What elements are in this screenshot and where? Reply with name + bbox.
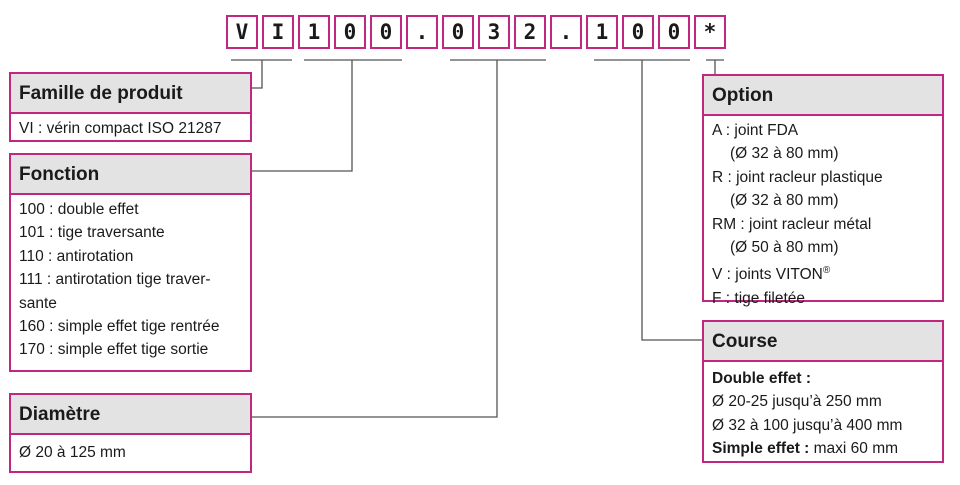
code-char: 3 (478, 15, 510, 49)
code-char: 0 (334, 15, 366, 49)
box-title: Fonction (11, 155, 250, 195)
code-char: 1 (298, 15, 330, 49)
connector-diametre (252, 60, 498, 418)
box-title: Option (704, 76, 942, 116)
code-char: 0 (370, 15, 402, 49)
box-line-bold: Double effet : (712, 370, 812, 387)
box-title: Course (704, 322, 942, 362)
code-char: 2 (514, 15, 546, 49)
box-body: VI : vérin compact ISO 21287 (11, 114, 250, 142)
box-line: R : joint racleur plastique (712, 168, 883, 186)
box-line: 100 : double effet (19, 201, 139, 218)
connector-famille (252, 60, 263, 89)
box-line: Ø 20-25 jusqu’à 250 mm (712, 393, 882, 411)
box-line: 110 : antirotation (19, 247, 134, 265)
code-char: I (262, 15, 294, 49)
box-line-text: V : joints VITON (712, 266, 823, 284)
connector-course (641, 60, 702, 341)
box-line: F : tige filetée (712, 290, 806, 307)
box-line: V : joints VITON® (712, 259, 934, 287)
code-char: 1 (586, 15, 618, 49)
box-line: Ø 20 à 125 mm (19, 444, 126, 461)
box-body: Ø 20 à 125 mm (11, 435, 250, 466)
box-line: A : joint FDA (712, 122, 799, 139)
box-fonction: Fonction 100 : double effet 101 : tige t… (9, 153, 252, 372)
box-body: 100 : double effet 101 : tige traversant… (11, 195, 250, 364)
box-famille-produit: Famille de produit VI : vérin compact IS… (9, 72, 252, 142)
box-line: RM : joint racleur métal (712, 215, 872, 233)
box-line: (Ø 32 à 80 mm) (730, 192, 839, 210)
box-body: Double effet : Ø 20-25 jusqu’à 250 mm Ø … (704, 362, 942, 463)
connector-fonction (252, 60, 353, 172)
box-line: 160 : simple effet tige rentrée (19, 318, 220, 336)
box-line: (Ø 50 à 80 mm) (730, 239, 839, 257)
box-line: Ø 32 à 100 jusqu’à 400 mm (712, 416, 903, 434)
box-line: VI : vérin compact ISO 21287 (19, 120, 222, 137)
box-course: Course Double effet : Ø 20-25 jusqu’à 25… (702, 320, 944, 463)
box-line: Double effet : (712, 367, 934, 390)
registered-mark: ® (822, 265, 831, 277)
code-char: 0 (622, 15, 654, 49)
box-line: (Ø 32 à 80 mm) (730, 145, 839, 163)
box-diametre: Diamètre Ø 20 à 125 mm (9, 393, 252, 473)
code-separator: . (406, 15, 438, 49)
box-title: Famille de produit (11, 74, 250, 114)
code-char: 0 (442, 15, 474, 49)
box-line: 101 : tige traversante (19, 224, 165, 242)
code-char: V (226, 15, 258, 49)
box-body: A : joint FDA (Ø 32 à 80 mm) R : joint r… (704, 116, 942, 312)
box-option: Option A : joint FDA (Ø 32 à 80 mm) R : … (702, 74, 944, 307)
box-line-bold: Simple effet : (712, 440, 810, 458)
code-char: 0 (658, 15, 690, 49)
box-line: Simple effet : maxi 60 mm (712, 437, 934, 460)
box-line: 170 : simple effet tige sortie (19, 341, 209, 359)
box-line: 111 : antirotation tige traver- (19, 271, 211, 289)
box-line: sante (19, 294, 57, 312)
box-line-text: maxi 60 mm (809, 440, 899, 458)
code-option-wildcard: * (694, 15, 726, 49)
code-separator: . (550, 15, 582, 49)
box-title: Diamètre (11, 395, 250, 435)
